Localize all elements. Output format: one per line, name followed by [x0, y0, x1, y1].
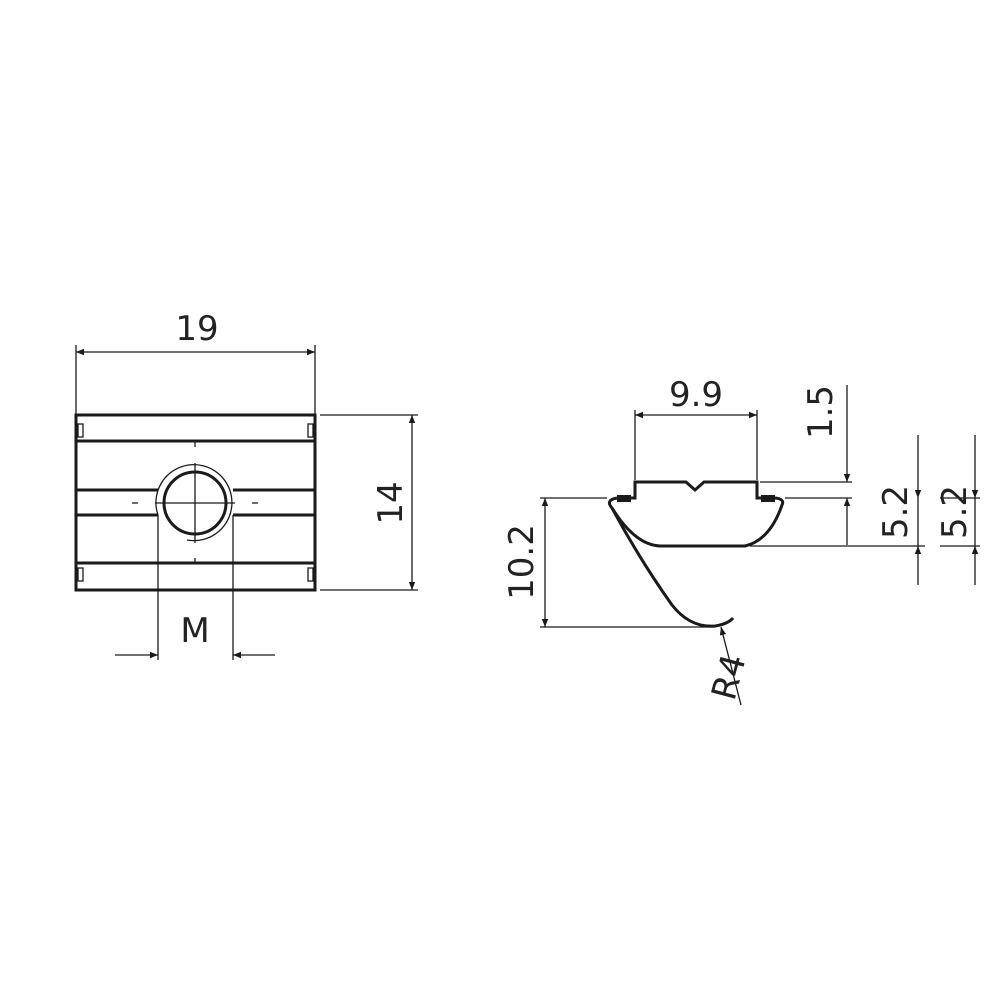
top-plate [620, 480, 770, 500]
total-height-dimension: 10.2 [502, 524, 542, 600]
nut-body [607, 496, 785, 548]
thread-dimension: M [180, 611, 209, 651]
side-dimensions: 9.9 10.2 1.5 5.2 5.2 R4 [502, 375, 980, 706]
depth-dimension-2: 5.2 [935, 485, 975, 539]
spring-leaf [610, 507, 735, 628]
radius-dimension: R4 [704, 650, 754, 704]
side-view [607, 480, 785, 628]
front-view [74, 413, 317, 592]
width-dimension: 19 [175, 309, 218, 349]
front-dimensions: 19 14 M [75, 309, 418, 660]
top-width-dimension: 9.9 [669, 375, 723, 415]
height-dimension: 14 [371, 481, 411, 524]
nut-outline [74, 413, 317, 592]
top-thickness-dimension: 1.5 [801, 385, 841, 439]
depth-dimension-1: 5.2 [876, 485, 916, 539]
